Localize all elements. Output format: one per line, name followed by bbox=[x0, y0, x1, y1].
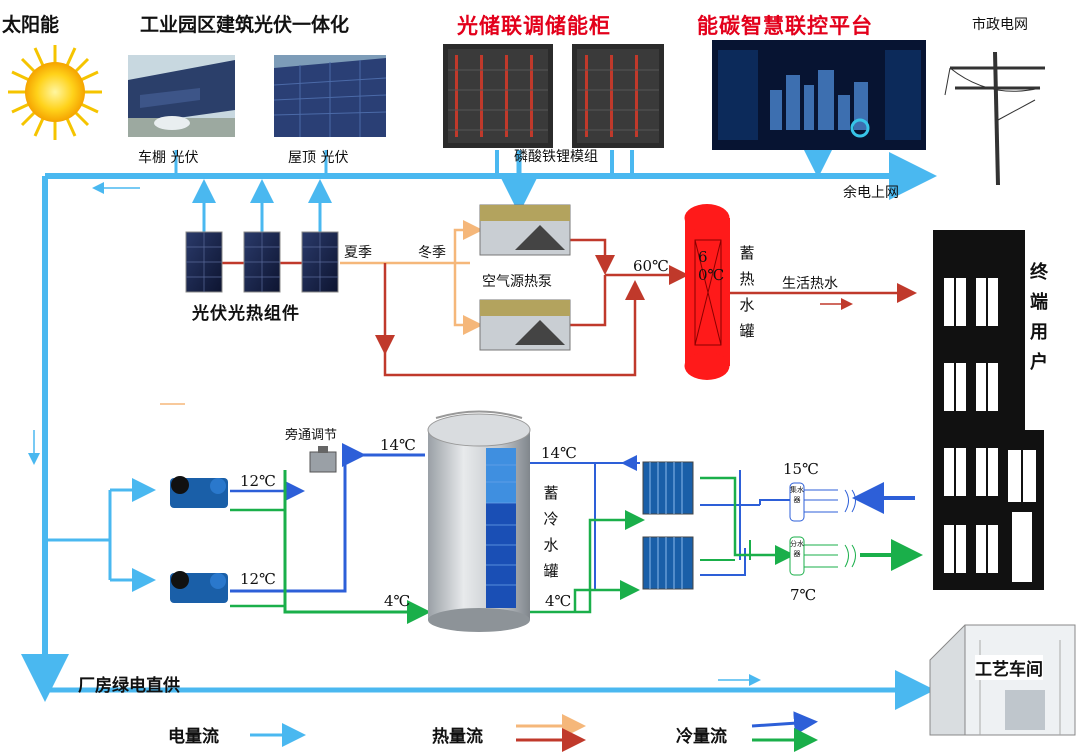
park-pv-title: 工业园区建筑光伏一体化 bbox=[140, 14, 350, 36]
storage-title: 光储联调储能柜 bbox=[457, 13, 611, 38]
tank-temp-label: 60℃ bbox=[698, 248, 725, 284]
legend-power-label: 电量流 bbox=[168, 727, 219, 747]
carport-pv-photo bbox=[128, 55, 235, 137]
workshop-label: 工艺车间 bbox=[975, 655, 1043, 680]
power-flow bbox=[21, 138, 937, 710]
manifold-icons bbox=[789, 482, 856, 576]
battery-label: 磷酸铁锂模组 bbox=[514, 149, 598, 165]
legend-cold-label: 冷量流 bbox=[676, 727, 727, 747]
hot-tank-label: 蓄热水罐 bbox=[739, 244, 755, 340]
workshop-icon bbox=[929, 624, 1076, 736]
legend-cold-blue-line bbox=[751, 711, 818, 736]
legend-heat-label: 热量流 bbox=[432, 727, 483, 747]
cold-tank-label: 蓄冷水罐 bbox=[543, 484, 559, 580]
battery-cabinet-icon bbox=[443, 44, 664, 148]
temp-12-top: 12℃ bbox=[240, 472, 276, 490]
cold-storage-tank bbox=[427, 410, 531, 632]
terminal-user-label: 终端用户 bbox=[1030, 262, 1048, 373]
distributor-label: 分水器 bbox=[790, 540, 804, 558]
building-icon bbox=[933, 230, 1044, 590]
collector-label: 集水器 bbox=[790, 486, 804, 504]
grid-label: 市政电网 bbox=[972, 17, 1028, 33]
temp-14-left: 14℃ bbox=[380, 436, 416, 454]
temp-7-label: 7℃ bbox=[790, 586, 817, 604]
temp-4-left: 4℃ bbox=[384, 592, 411, 610]
temp-60-label: 60℃ bbox=[633, 257, 669, 275]
hot-water-tank bbox=[684, 204, 730, 380]
summer-label: 夏季 bbox=[344, 245, 372, 261]
sun-icon bbox=[8, 45, 102, 140]
pvt-panels bbox=[185, 231, 339, 293]
roof-pv-photo bbox=[273, 55, 387, 137]
temp-14-right: 14℃ bbox=[541, 444, 577, 462]
pvt-label: 光伏光热组件 bbox=[192, 304, 300, 324]
bypass-valve-icon bbox=[309, 446, 337, 473]
temp-12-bottom: 12℃ bbox=[240, 570, 276, 588]
platform-title: 能碳智慧联控平台 bbox=[697, 13, 873, 38]
heat-pump-icon bbox=[479, 204, 571, 351]
temp-4-right: 4℃ bbox=[545, 592, 572, 610]
cold-flow bbox=[230, 443, 923, 624]
solar-label: 太阳能 bbox=[2, 14, 60, 36]
chiller-unit-icon bbox=[170, 476, 228, 603]
utility-pole-icon bbox=[944, 51, 1045, 186]
winter-label: 冬季 bbox=[418, 245, 446, 261]
surplus-label: 余电上网 bbox=[843, 185, 899, 201]
carport-pv-label: 车棚 光伏 bbox=[138, 150, 199, 166]
temp-15-label: 15℃ bbox=[783, 460, 819, 478]
plate-heat-exchanger-icon bbox=[642, 461, 694, 590]
heat-pump-label: 空气源热泵 bbox=[482, 274, 552, 290]
roof-pv-label: 屋顶 光伏 bbox=[288, 150, 349, 166]
legend bbox=[250, 711, 818, 752]
direct-supply-label: 厂房绿电直供 bbox=[78, 676, 180, 696]
hot-water-label: 生活热水 bbox=[782, 276, 838, 292]
platform-screen-icon bbox=[712, 40, 926, 150]
bypass-label: 旁通调节 bbox=[285, 428, 338, 443]
